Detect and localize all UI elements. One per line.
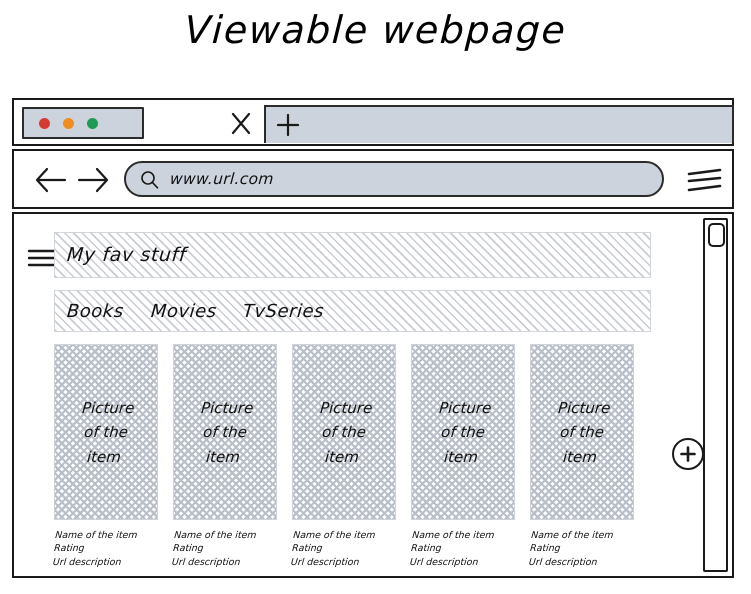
- nav-link-tvseries[interactable]: TvSeries: [242, 300, 326, 322]
- item-image-placeholder[interactable]: Picture of the item: [411, 344, 515, 520]
- item-image-placeholder[interactable]: Picture of the item: [54, 344, 158, 520]
- item-image-placeholder[interactable]: Picture of the item: [173, 344, 277, 520]
- item-image-label: Picture of the item: [196, 396, 255, 469]
- item-url-description: Url description: [171, 556, 241, 568]
- item-image-label-line2: of the: [440, 422, 486, 441]
- page-content-viewport: My fav stuff Books Movies TvSeries Pictu…: [12, 212, 734, 578]
- item-card[interactable]: Picture of the item Name of the item Rat…: [171, 344, 279, 569]
- magnifier-icon: [140, 170, 159, 189]
- item-image-label: Picture of the item: [315, 396, 374, 469]
- site-header-bar: My fav stuff: [54, 232, 651, 278]
- item-image-label-line3: item: [86, 447, 122, 466]
- item-image-label-line3: item: [205, 447, 241, 466]
- item-card[interactable]: Picture of the item Name of the item Rat…: [409, 344, 517, 569]
- item-url-description: Url description: [409, 556, 479, 568]
- close-tab-icon[interactable]: [228, 108, 254, 138]
- item-name: Name of the item: [54, 530, 138, 541]
- item-url-description: Url description: [52, 556, 122, 568]
- item-rating: Rating: [291, 543, 323, 555]
- item-meta: Name of the item Rating Url description: [409, 529, 517, 569]
- browser-window-mockup: www.url.com My fav stuff Books: [12, 98, 734, 578]
- item-image-label-line1: Picture: [319, 398, 374, 417]
- item-url-description: Url description: [290, 556, 360, 568]
- item-card[interactable]: Picture of the item Name of the item Rat…: [52, 344, 160, 569]
- item-image-label-line3: item: [562, 447, 598, 466]
- item-image-placeholder[interactable]: Picture of the item: [292, 344, 396, 520]
- item-name: Name of the item: [173, 530, 257, 541]
- close-window-dot[interactable]: [39, 117, 50, 129]
- item-meta: Name of the item Rating Url description: [528, 529, 636, 569]
- minimize-window-dot[interactable]: [63, 117, 74, 129]
- item-image-label: Picture of the item: [77, 396, 136, 469]
- nav-link-movies[interactable]: Movies: [149, 300, 218, 322]
- site-title: My fav stuff: [66, 244, 188, 266]
- item-image-label-line2: of the: [321, 422, 367, 441]
- new-tab-button[interactable]: [264, 105, 734, 143]
- item-name: Name of the item: [530, 530, 614, 541]
- site-menu-hamburger-icon[interactable]: [26, 244, 58, 270]
- item-rating: Rating: [172, 543, 204, 555]
- item-rating: Rating: [53, 543, 85, 555]
- item-meta: Name of the item Rating Url description: [290, 529, 398, 569]
- item-meta: Name of the item Rating Url description: [52, 529, 160, 569]
- item-image-label-line2: of the: [559, 422, 605, 441]
- item-image-label-line3: item: [324, 447, 360, 466]
- page-title: Viewable webpage: [183, 8, 568, 52]
- item-card[interactable]: Picture of the item Name of the item Rat…: [290, 344, 398, 569]
- browser-tab-bar: [12, 98, 734, 146]
- item-image-label-line1: Picture: [200, 398, 255, 417]
- item-image-label-line1: Picture: [557, 398, 612, 417]
- item-image-placeholder[interactable]: Picture of the item: [530, 344, 634, 520]
- vertical-scrollbar-thumb[interactable]: [707, 222, 725, 247]
- item-image-label-line1: Picture: [81, 398, 136, 417]
- url-input[interactable]: www.url.com: [124, 161, 664, 197]
- arrow-left-icon[interactable]: [34, 165, 68, 195]
- item-rating: Rating: [529, 543, 561, 555]
- item-image-label-line3: item: [443, 447, 479, 466]
- plus-icon: [275, 112, 301, 138]
- url-text: www.url.com: [169, 170, 275, 188]
- arrow-right-icon[interactable]: [76, 165, 110, 195]
- item-cards-row: Picture of the item Name of the item Rat…: [52, 344, 664, 569]
- item-card[interactable]: Picture of the item Name of the item Rat…: [528, 344, 636, 569]
- item-name: Name of the item: [411, 530, 495, 541]
- item-image-label-line2: of the: [83, 422, 129, 441]
- hamburger-icon[interactable]: [686, 165, 724, 195]
- item-url-description: Url description: [528, 556, 598, 568]
- item-image-label: Picture of the item: [553, 396, 612, 469]
- browser-nav-bar: www.url.com: [12, 149, 734, 209]
- site-nav-bar: Books Movies TvSeries: [54, 290, 651, 332]
- window-controls: [22, 107, 144, 139]
- item-meta: Name of the item Rating Url description: [171, 529, 279, 569]
- add-item-button[interactable]: [672, 438, 704, 470]
- item-rating: Rating: [410, 543, 442, 555]
- nav-link-books[interactable]: Books: [66, 300, 125, 322]
- item-image-label: Picture of the item: [434, 396, 493, 469]
- item-image-label-line2: of the: [202, 422, 248, 441]
- plus-icon: [678, 444, 698, 464]
- item-image-label-line1: Picture: [438, 398, 493, 417]
- vertical-scrollbar-track[interactable]: [703, 218, 728, 572]
- maximize-window-dot[interactable]: [87, 117, 98, 129]
- item-name: Name of the item: [292, 530, 376, 541]
